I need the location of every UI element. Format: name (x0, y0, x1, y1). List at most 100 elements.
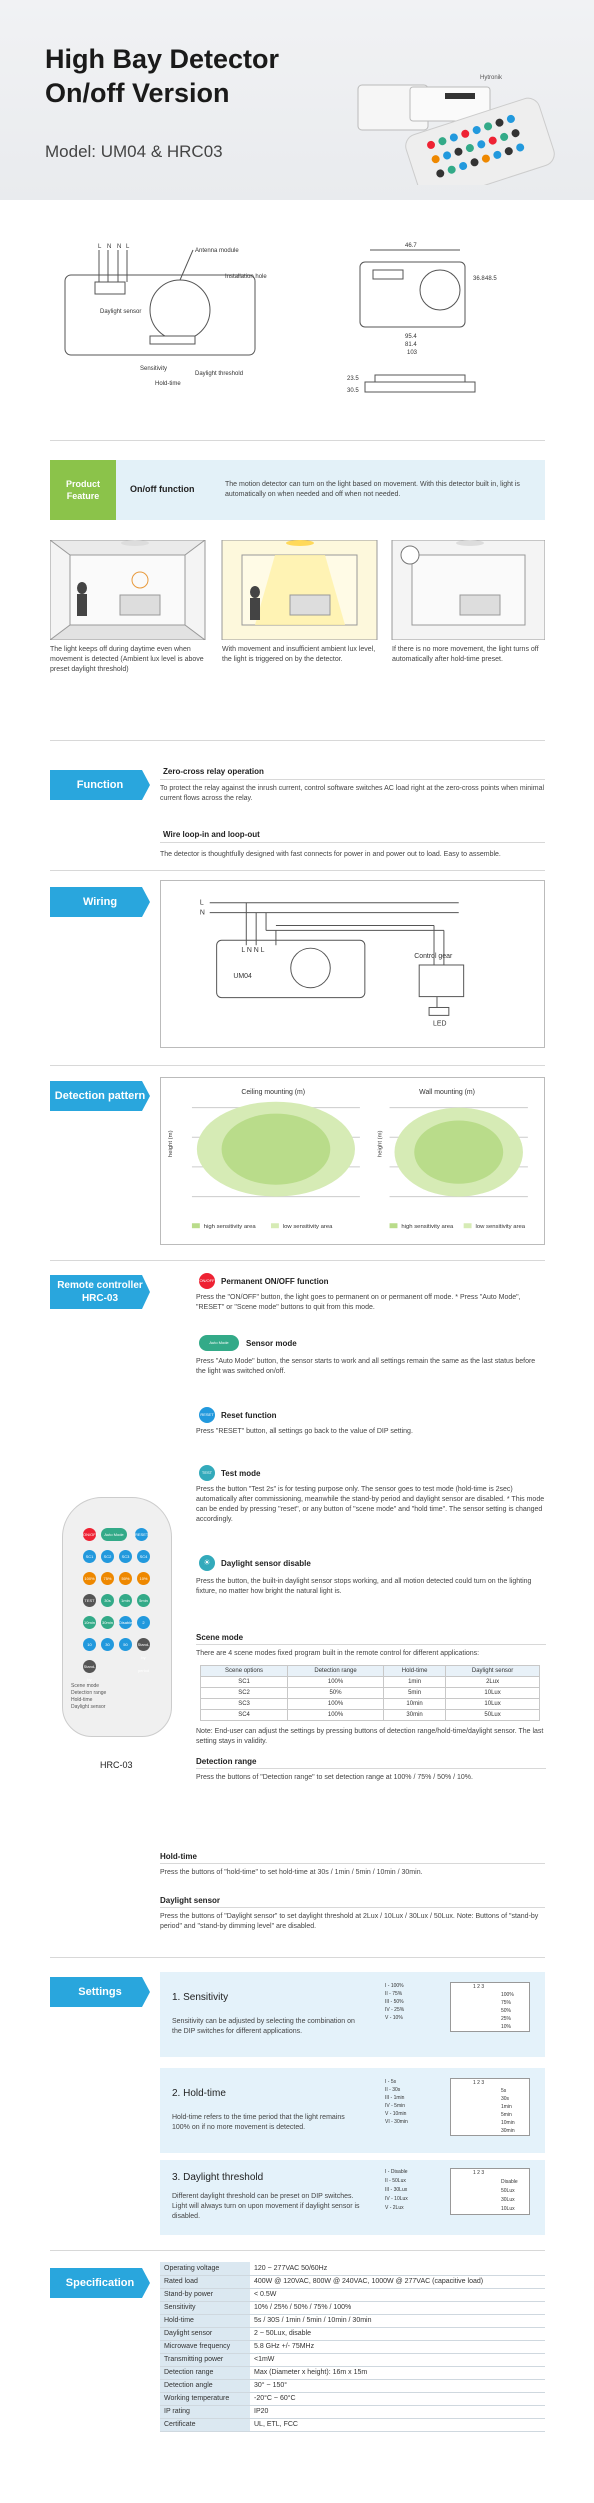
remote-sc4-button[interactable]: SC4 (137, 1550, 150, 1563)
list-item: II - 50Lux (385, 2178, 406, 2184)
terminal-l-2: L (126, 244, 130, 250)
dim-bottom-3: 103 (407, 350, 418, 356)
scene-cell: 1min (383, 1676, 447, 1688)
setting-hold-time: 2. Hold-time Hold-time refers to the tim… (160, 2068, 545, 2153)
remote-lux30-button[interactable]: 30 (101, 1638, 114, 1651)
terminal-n-2: N (117, 244, 121, 250)
wiring-diagram: L N UM04 L N N L Control gear LED (160, 880, 545, 1048)
caption-3: If there is no more movement, the light … (392, 646, 539, 663)
spec-value: Max (Diameter x height): 16m x 15m (250, 2366, 545, 2380)
caption-2: With movement and insufficient ambient l… (222, 646, 376, 663)
remote-hold1m-button[interactable]: 1min (119, 1594, 132, 1607)
dim-right-1: 36.8 (473, 276, 485, 282)
page-title: High Bay Detector On/off Version (45, 42, 279, 110)
table-row: Stand-by power< 0.5W (160, 2288, 545, 2302)
remote-range10-button[interactable]: 10% (137, 1572, 150, 1585)
table-row: Working temperature-20°C ~ 60°C (160, 2392, 545, 2406)
antenna-label: Antenna module (195, 248, 239, 254)
dip-row: 100% (501, 1992, 514, 1998)
reset-icon: RESET (199, 1407, 215, 1423)
function-h1: Zero-cross relay operation (163, 767, 264, 776)
spec-value: 10% / 25% / 50% / 75% / 100% (250, 2301, 545, 2315)
product-photo: Hytronik (357, 75, 555, 185)
remote-item-title: Daylight sensor disable (221, 1559, 311, 1568)
remote-standby-dim-button[interactable]: Stand-by dimming level (83, 1660, 98, 1708)
scene-cell: 50% (287, 1687, 385, 1699)
scene-note: Note: End-user can adjust the settings b… (196, 1728, 544, 1745)
list-item: II - 75% (385, 1991, 403, 1997)
dip-row: 50% (501, 2008, 512, 2014)
legend-high-1: high sensitivity area (204, 1224, 257, 1230)
list-item: VI - 30min (385, 2119, 408, 2125)
terminal-l-1: L (98, 244, 102, 250)
remote-range100-button[interactable]: 100% (83, 1572, 96, 1585)
remote-onoff-button[interactable]: ON/OFF (83, 1528, 98, 1541)
remote-item-text: Press the button "Test 2s" is for testin… (196, 1486, 545, 1523)
wall-ylabel: height (m) (378, 1130, 384, 1157)
remote-item-title: Sensor mode (246, 1339, 297, 1348)
remote-item-test: TEST Test mode Press the button "Test 2s… (196, 1465, 546, 1555)
remote-hold30m-button[interactable]: 30min (101, 1616, 114, 1629)
list-item: I - 5s (385, 2079, 397, 2085)
remote-sc2-button[interactable]: SC2 (101, 1550, 114, 1563)
scene-cell: SC4 (199, 1709, 289, 1721)
terminal-n-1: N (107, 244, 111, 250)
setting-daylight: 3. Daylight threshold Different daylight… (160, 2160, 545, 2235)
specification-tab: Specification (50, 2268, 150, 2298)
remote-lux50-button[interactable]: 50 (119, 1638, 132, 1651)
remote-item-text: Press "RESET" button, all settings go ba… (196, 1428, 413, 1435)
caption-1: The light keeps off during daytime even … (50, 646, 204, 673)
remote-test-button[interactable]: TEST 2s (83, 1594, 96, 1616)
spec-value: 30° ~ 150° (250, 2379, 545, 2393)
dip-head: 1 2 3 (473, 2170, 485, 2176)
remote-reset-button[interactable]: RESET (135, 1528, 148, 1541)
remote-range50-button[interactable]: 50% (119, 1572, 132, 1585)
divider (160, 1863, 545, 1864)
remote-hold10m-button[interactable]: 10min (83, 1616, 96, 1629)
dip-switch-table: 1 2 3 5s 30s 1min 5min 10min 30min (450, 2078, 530, 2136)
setting-title: 3. Daylight threshold (172, 2172, 264, 2183)
remote-daylight-disable-button[interactable]: Disable (119, 1616, 132, 1629)
scene-cell: SC2 (199, 1687, 289, 1699)
remote-hold30s-button[interactable]: 30s (101, 1594, 114, 1607)
remote-hold5m-button[interactable]: 5min (137, 1594, 150, 1607)
setting-list: I - Disable II - 50Lux III - 30Lux IV - … (385, 2168, 408, 2213)
remote-standby-button[interactable]: Stand-by period (137, 1638, 150, 1673)
spec-value: 5s / 30S / 1min / 5min / 10min / 30min (250, 2314, 545, 2328)
scene-cell: 100% (287, 1676, 385, 1688)
remote-auto-button[interactable]: Auto Mode (101, 1528, 127, 1541)
feature-title: On/off function (130, 484, 195, 494)
remote-lux10-button[interactable]: 10 (83, 1638, 96, 1651)
spec-key: Certificate (160, 2418, 250, 2432)
spec-key: Detection range (160, 2366, 250, 2380)
divider (160, 779, 545, 780)
divider (50, 440, 545, 441)
remote-sc3-button[interactable]: SC3 (119, 1550, 132, 1563)
range-title: Detection range (196, 1757, 257, 1766)
remote-range75-button[interactable]: 75% (101, 1572, 114, 1585)
scene-cell: 100% (287, 1709, 385, 1721)
remote-label-daylight: Daylight sensor (71, 1704, 106, 1710)
dip-row: 30min (501, 2128, 515, 2134)
spec-value: IP20 (250, 2405, 545, 2419)
remote-lux2-button[interactable]: 2 (137, 1616, 150, 1629)
list-item: I - 100% (385, 1983, 404, 1989)
scene-cell: 30min (383, 1709, 447, 1721)
dip-row: 5s (501, 2088, 507, 2094)
remote-sc1-button[interactable]: SC1 (83, 1550, 96, 1563)
list-item: I - Disable (385, 2169, 408, 2175)
function-p2: The detector is thoughtfully designed wi… (160, 851, 501, 858)
hold-title: Hold-time (160, 1852, 197, 1861)
dip-row: 50Lux (501, 2188, 515, 2194)
dip-switch-table: 1 2 3 100% 75% 50% 25% 10% (450, 1982, 530, 2032)
hold-time-label: Hold-time (155, 381, 181, 387)
settings-tab: Settings (50, 1977, 150, 2007)
feature-tab: Product Feature (50, 460, 116, 520)
wiring-tab: Wiring (50, 887, 150, 917)
remote-item-title: Reset function (221, 1411, 277, 1420)
remote-item-reset: RESET Reset function Press "RESET" butto… (196, 1407, 546, 1465)
remote-items: ON/OFF Permanent ON/OFF function Press t… (196, 1273, 546, 1783)
